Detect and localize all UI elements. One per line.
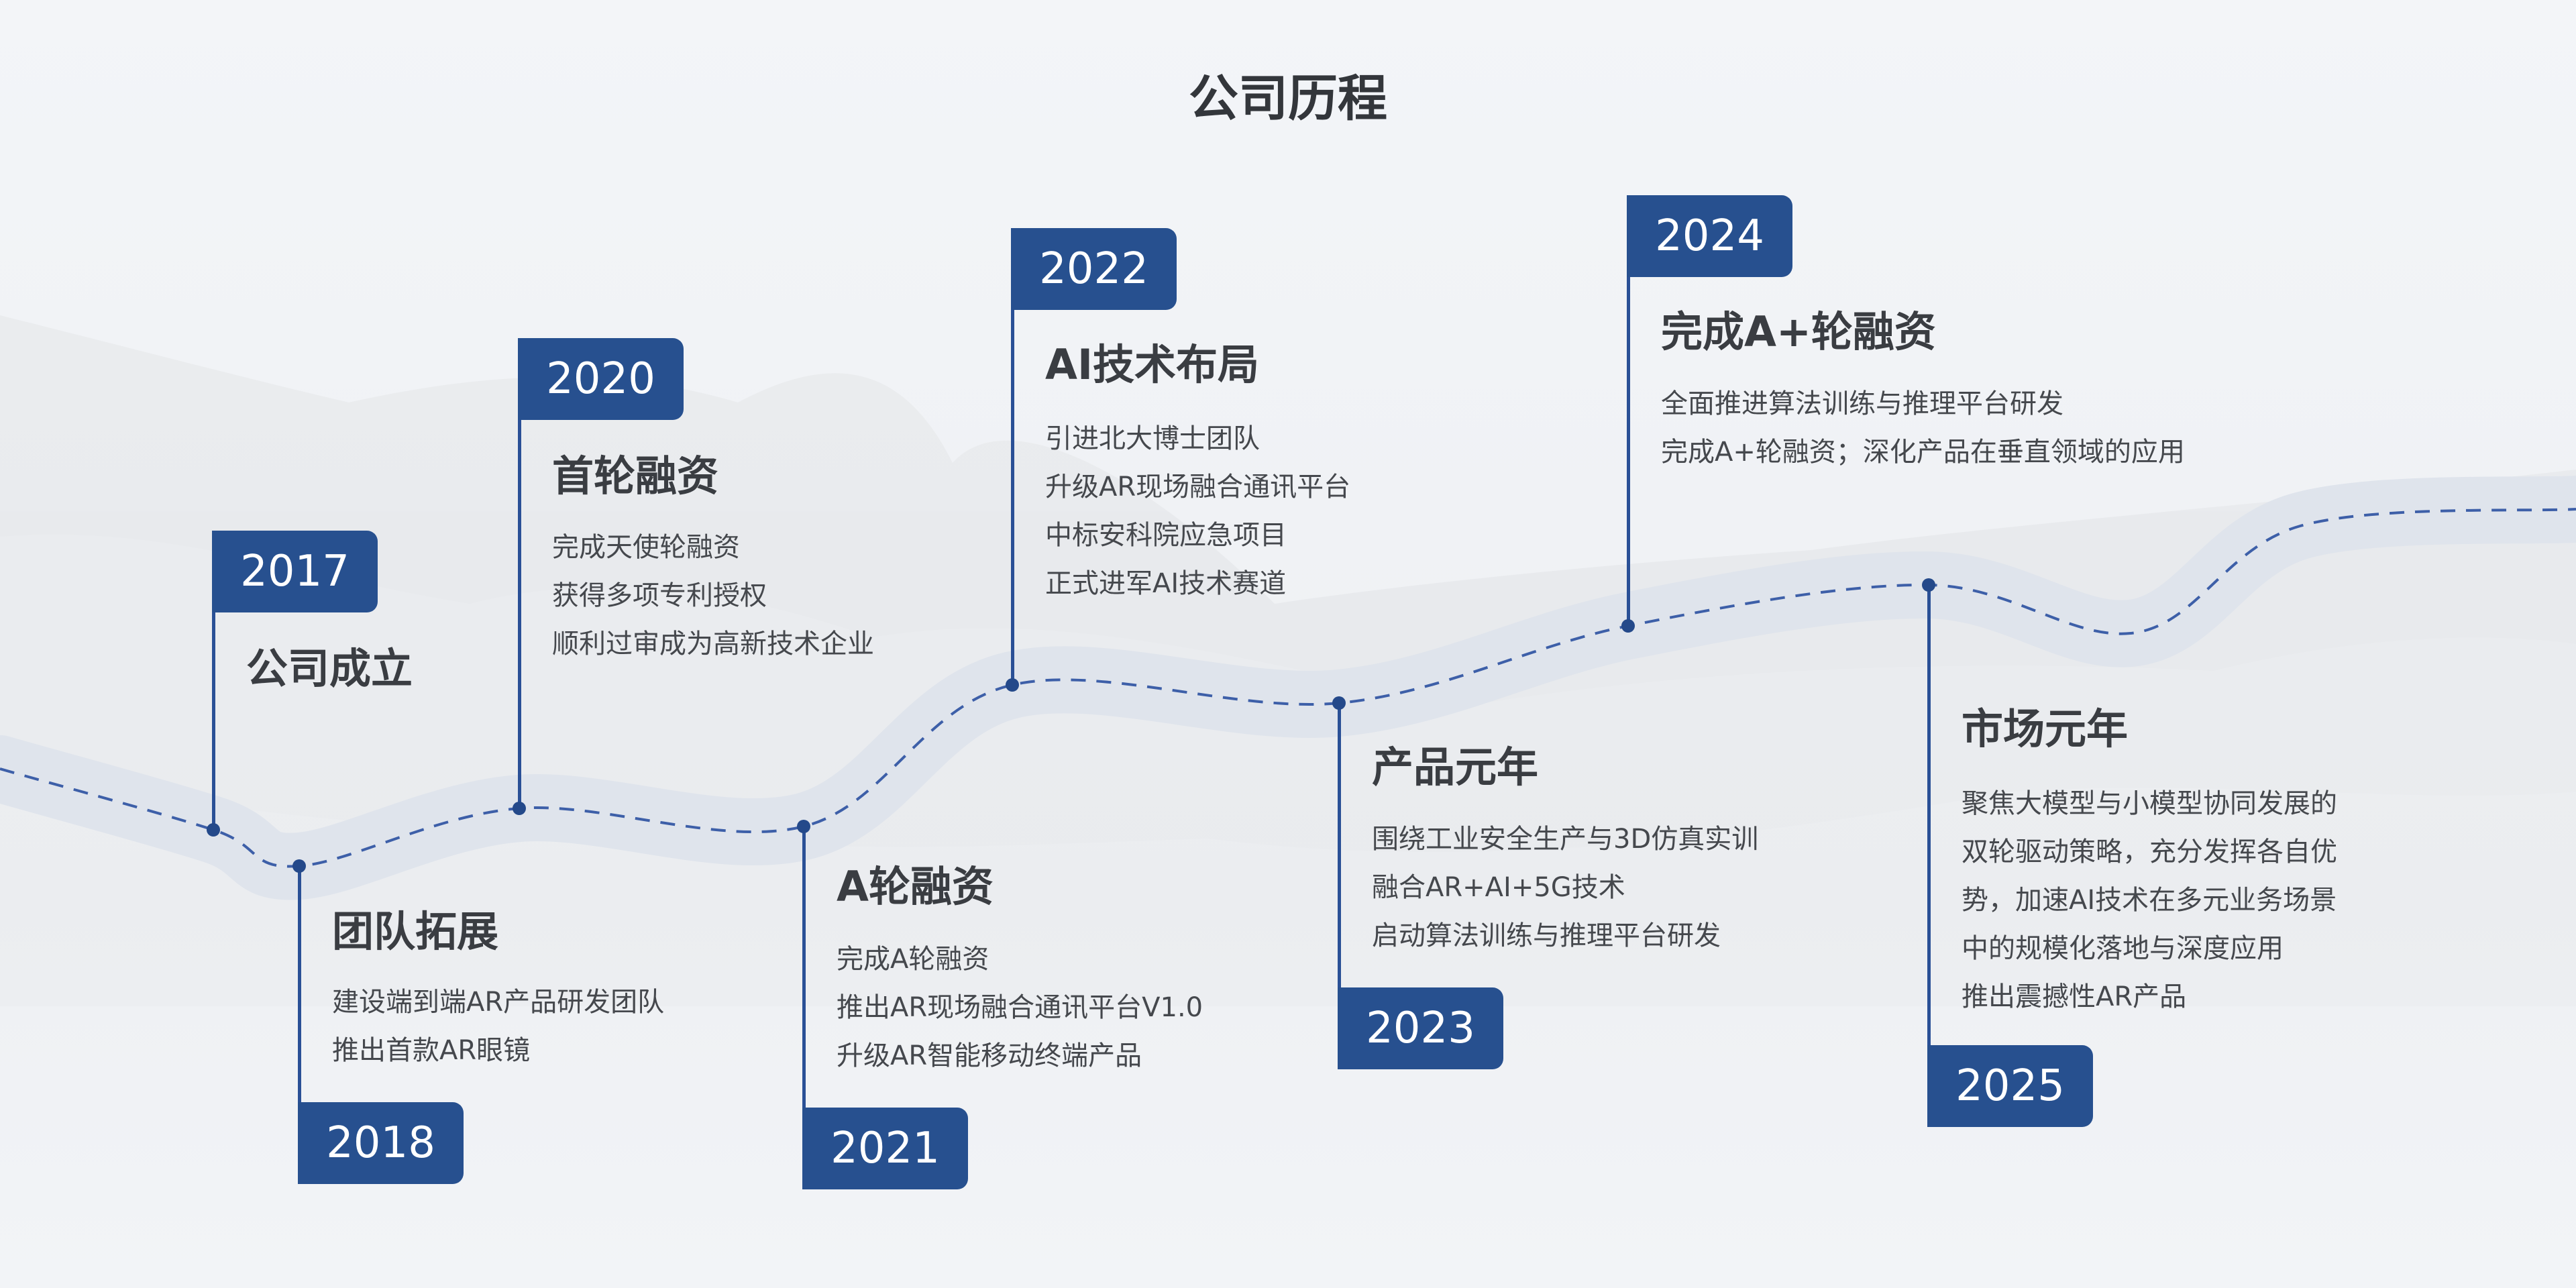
event-item: 推出震撼性AR产品 xyxy=(1962,981,2187,1012)
event-item: 聚焦大模型与小模型协同发展的 xyxy=(1962,788,2337,819)
connector-line xyxy=(1927,585,1931,1045)
connector-line xyxy=(1627,277,1630,626)
connector-line xyxy=(1338,703,1341,987)
timeline-dot xyxy=(1621,619,1635,633)
event-item: 建设端到端AR产品研发团队 xyxy=(332,987,665,1018)
event-item: 中标安科院应急项目 xyxy=(1045,520,1287,551)
event-item: 获得多项专利授权 xyxy=(552,580,767,611)
event-title: 公司成立 xyxy=(246,644,413,693)
event-item: 升级AR现场融合通讯平台 xyxy=(1045,472,1351,502)
event-item: 顺利过审成为高新技术企业 xyxy=(552,629,874,659)
timeline-dot xyxy=(797,820,810,833)
event-item: 围绕工业安全生产与3D仿真实训 xyxy=(1372,824,1759,855)
event-item: 全面推进算法训练与推理平台研发 xyxy=(1661,388,2063,419)
event-title: A轮融资 xyxy=(837,862,994,911)
event-items: 完成天使轮融资获得多项专利授权顺利过审成为高新技术企业 xyxy=(552,523,874,668)
year-badge: 2022 xyxy=(1011,228,1177,310)
connector-line xyxy=(518,420,521,808)
event-item: 融合AR+AI+5G技术 xyxy=(1372,872,1625,903)
event-item: 引进北大博士团队 xyxy=(1045,423,1260,454)
event-item: 启动算法训练与推理平台研发 xyxy=(1372,920,1721,951)
year-badge: 2025 xyxy=(1927,1045,2093,1127)
event-items: 全面推进算法训练与推理平台研发完成A+轮融资；深化产品在垂直领域的应用 xyxy=(1661,380,2185,476)
event-items: 完成A轮融资推出AR现场融合通讯平台V1.0 升级AR智能移动终端产品 xyxy=(837,935,1203,1080)
timeline-dashed-path xyxy=(0,508,2576,868)
event-items: 围绕工业安全生产与3D仿真实训融合AR+AI+5G技术启动算法训练与推理平台研发 xyxy=(1372,815,1758,960)
event-item: 完成A轮融资 xyxy=(837,944,989,975)
event-title: 完成A+轮融资 xyxy=(1661,307,1936,356)
event-item: 推出首款AR眼镜 xyxy=(332,1035,531,1066)
year-badge: 2024 xyxy=(1627,195,1792,277)
year-badge: 2017 xyxy=(212,531,378,612)
timeline-dot xyxy=(207,823,220,837)
event-item: 完成天使轮融资 xyxy=(552,532,740,563)
connector-line xyxy=(1011,310,1014,685)
year-badge: 2020 xyxy=(518,338,684,420)
connector-line xyxy=(212,612,215,830)
connector-line xyxy=(298,866,301,1102)
event-item: 势，加速AI技术在多元业务场景 xyxy=(1962,885,2337,916)
event-item: 推出AR现场融合通讯平台V1.0 xyxy=(837,992,1203,1023)
event-title: 市场元年 xyxy=(1962,704,2129,753)
event-item: 正式进军AI技术赛道 xyxy=(1045,568,1287,599)
event-title: 团队拓展 xyxy=(332,907,499,956)
event-item: 中的规模化落地与深度应用 xyxy=(1962,933,2284,964)
event-item: 完成A+轮融资；深化产品在垂直领域的应用 xyxy=(1661,437,2185,468)
event-title: 首轮融资 xyxy=(552,451,719,500)
event-title: 产品元年 xyxy=(1372,743,1539,792)
event-item: 升级AR智能移动终端产品 xyxy=(837,1040,1142,1071)
event-items: 引进北大博士团队升级AR现场融合通讯平台中标安科院应急项目正式进军AI技术赛道 xyxy=(1045,415,1350,608)
timeline-dot xyxy=(1006,678,1019,692)
year-badge: 2018 xyxy=(298,1102,464,1184)
event-items: 建设端到端AR产品研发团队推出首款AR眼镜 xyxy=(332,978,664,1075)
mountain-silhouettes xyxy=(0,315,2576,1006)
connector-line xyxy=(802,826,806,1108)
timeline-dot xyxy=(513,802,526,815)
timeline-dot xyxy=(1332,696,1346,710)
year-badge: 2023 xyxy=(1338,987,1503,1069)
page-title: 公司历程 xyxy=(1189,70,1387,127)
event-title: AI技术布局 xyxy=(1045,340,1260,389)
timeline-dot xyxy=(292,859,306,873)
year-badge: 2021 xyxy=(802,1108,968,1189)
event-item: 双轮驱动策略，充分发挥各自优 xyxy=(1962,837,2337,867)
timeline-dot xyxy=(1922,578,1935,592)
event-items: 聚焦大模型与小模型协同发展的双轮驱动策略，充分发挥各自优势，加速AI技术在多元业… xyxy=(1962,780,2337,1021)
